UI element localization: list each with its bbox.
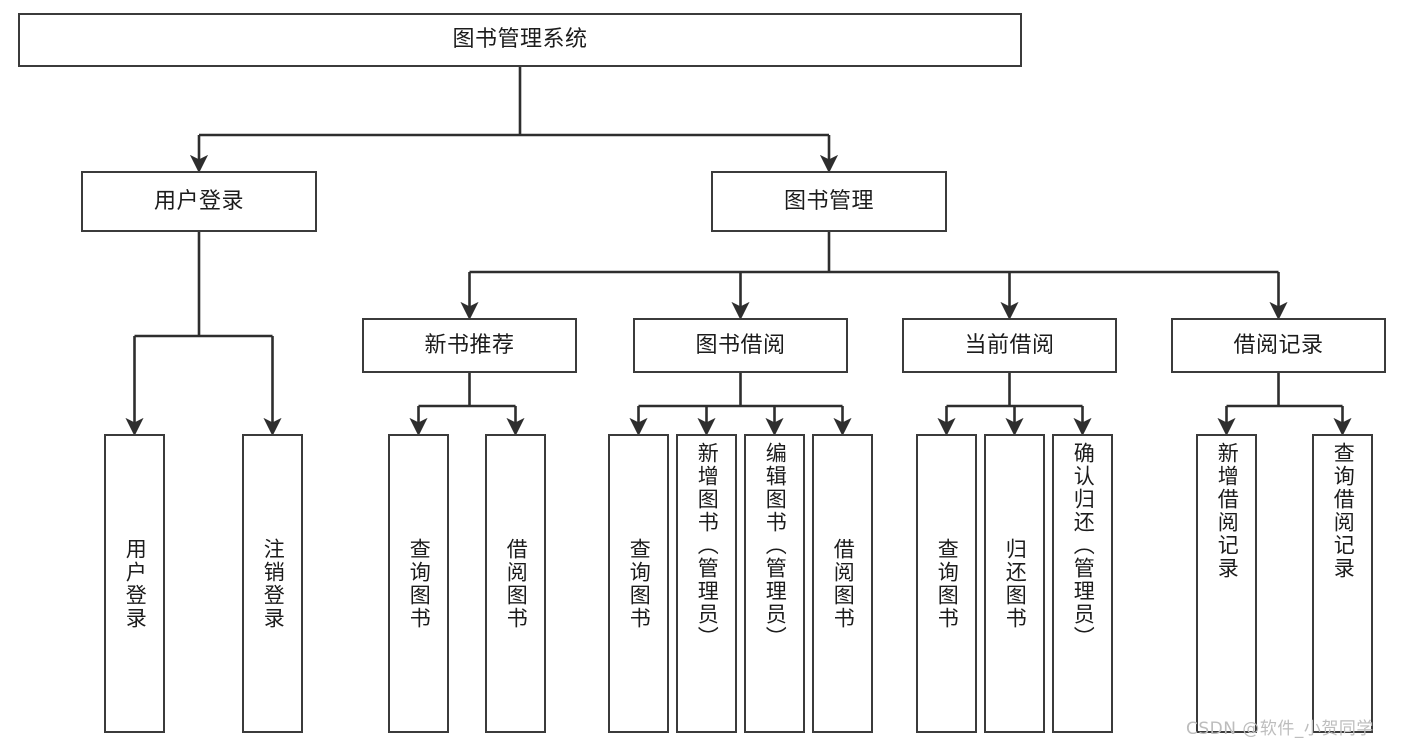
node-records[interactable]: 借阅记录 (1171, 318, 1386, 373)
node-label: 归还图书 (1003, 537, 1028, 630)
node-n-query[interactable]: 查询图书 (388, 434, 449, 733)
node-c-query[interactable]: 查询图书 (916, 434, 977, 733)
node-label: 新书推荐 (424, 332, 515, 358)
node-label: 查询图书 (407, 537, 432, 630)
node-current[interactable]: 当前借阅 (902, 318, 1117, 373)
node-label: 新增图书（管理员） (695, 442, 720, 649)
node-bookmgmt[interactable]: 图书管理 (711, 171, 947, 232)
node-c-confirm[interactable]: 确认归还（管理员） (1052, 434, 1113, 733)
node-login[interactable]: 用户登录 (81, 171, 317, 232)
node-label: 查询图书 (935, 537, 960, 630)
node-label: 查询借阅记录 (1331, 442, 1356, 580)
node-label: 确认归还（管理员） (1071, 442, 1096, 649)
node-label: 用户登录 (153, 188, 244, 214)
node-label: 借阅图书 (831, 537, 856, 630)
node-b-edit[interactable]: 编辑图书（管理员） (744, 434, 805, 733)
node-label: 新增借阅记录 (1215, 442, 1240, 580)
node-b-borrow[interactable]: 借阅图书 (812, 434, 873, 733)
node-root[interactable]: 图书管理系统 (18, 13, 1022, 67)
node-label: 注销登录 (261, 537, 286, 630)
node-label: 编辑图书（管理员） (763, 442, 788, 649)
node-label: 借阅图书 (504, 537, 529, 630)
node-label: 图书借阅 (695, 332, 786, 358)
node-label: 图书管理系统 (452, 27, 588, 53)
node-r-add[interactable]: 新增借阅记录 (1196, 434, 1257, 733)
node-n-borrow[interactable]: 借阅图书 (485, 434, 546, 733)
node-r-query[interactable]: 查询借阅记录 (1312, 434, 1373, 733)
node-l-login[interactable]: 用户登录 (104, 434, 165, 733)
node-label: 借阅记录 (1233, 332, 1324, 358)
node-l-logout[interactable]: 注销登录 (242, 434, 303, 733)
node-b-query[interactable]: 查询图书 (608, 434, 669, 733)
node-label: 用户登录 (123, 537, 148, 630)
node-c-return[interactable]: 归还图书 (984, 434, 1045, 733)
node-borrow[interactable]: 图书借阅 (633, 318, 848, 373)
node-b-add[interactable]: 新增图书（管理员） (676, 434, 737, 733)
node-label: 图书管理 (783, 188, 874, 214)
node-label: 查询图书 (627, 537, 652, 630)
node-label: 当前借阅 (964, 332, 1055, 358)
node-newbook[interactable]: 新书推荐 (362, 318, 577, 373)
